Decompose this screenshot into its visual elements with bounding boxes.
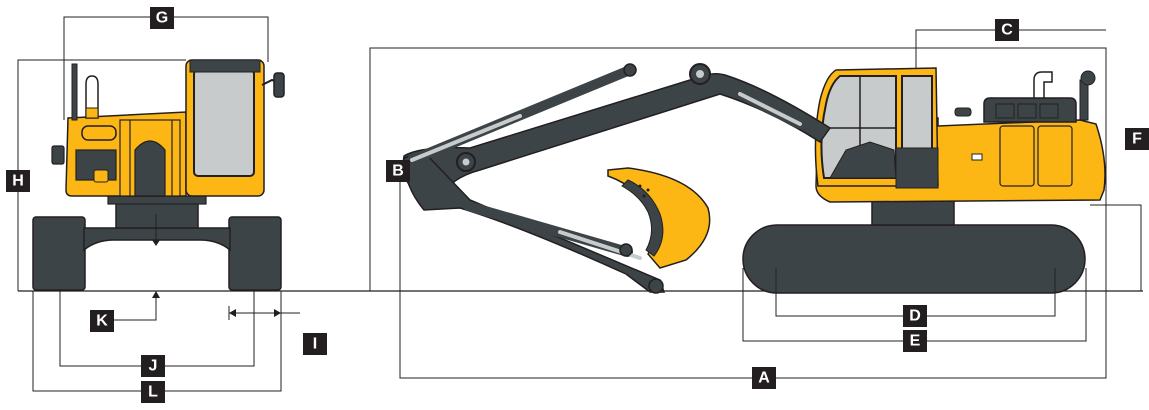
dim-line-f [1090,204,1142,291]
side-bucket-pin [648,278,664,294]
side-door-1 [999,125,1035,187]
front-exhaust-base [85,107,99,119]
side-fuel-cap [954,107,972,117]
side-hood-vent-2 [1017,103,1037,119]
side-boom-pin-center [696,70,704,78]
front-arch [134,140,166,197]
front-handle [81,125,117,141]
label-l: L [141,381,165,403]
dim-k-top-arrowhead [152,240,160,246]
label-i-text: I [313,336,317,353]
side-hood-vent-1 [995,103,1015,119]
side-arm-cylinder-rod [410,114,522,162]
label-c: C [995,19,1019,41]
side-cab-lower [895,147,939,189]
side-swing-bearing [871,200,955,226]
front-cab-window [193,69,255,177]
dim-line-c [915,29,1106,68]
dim-i-arrowhead-left [229,309,236,317]
front-cab-roof [189,59,261,73]
front-side-mirror [51,145,65,165]
side-arm-pin-center [462,158,470,166]
label-k-text: K [96,313,108,330]
side-hood-vent-3 [1039,103,1059,119]
side-cab-seat [829,141,897,179]
front-left-track [32,216,86,291]
label-d-text: D [909,308,921,325]
dim-line-h [17,59,186,291]
side-boom-cylinder-rod [738,92,802,126]
front-right-track [228,216,282,291]
label-j-text: J [149,358,158,375]
label-f-text: F [1132,131,1142,148]
label-h-text: H [12,173,24,190]
dim-i-arrowhead-right [274,309,281,317]
side-light-pole [1079,79,1089,121]
label-e: E [903,330,927,352]
dim-line-a [369,47,1107,379]
front-undercarriage [83,227,231,252]
side-cyl-pin [623,63,637,77]
side-exhaust-stack [1033,71,1053,99]
side-bucket-dot [642,194,646,198]
side-view-dimensions [369,29,1142,379]
front-antenna [71,63,78,121]
side-link-pin [619,243,633,257]
front-mirror [273,72,285,98]
label-f: F [1125,128,1149,150]
label-i: I [303,333,327,355]
label-b-text: B [392,163,404,180]
label-g: G [150,7,174,29]
label-c-text: C [1001,22,1013,39]
label-g-text: G [156,10,168,27]
side-badge [971,153,983,161]
label-a: A [752,367,776,389]
side-view-excavator [402,63,1106,294]
front-light [93,169,109,183]
label-l-text: L [148,384,158,401]
side-bucket-dot [646,188,650,192]
label-j: J [141,355,165,377]
label-h: H [6,170,30,192]
front-swing-bearing [115,199,199,229]
label-e-text: E [910,333,921,350]
side-bucket-dot [638,184,642,188]
side-bucket-back [621,179,664,257]
dim-k-bottom-arrow [114,296,157,321]
side-door-2 [1037,125,1073,187]
side-arm [403,151,666,293]
label-k: K [90,310,114,332]
label-b: B [386,160,410,182]
dim-line-j [59,291,255,367]
front-bearing-plate [107,195,207,205]
dim-k-bottom-arrowhead [152,291,160,298]
side-rear-light [1080,70,1096,86]
label-d: D [903,305,927,327]
side-track [742,224,1086,294]
front-view-excavator [32,59,285,291]
label-a-text: A [758,370,770,387]
